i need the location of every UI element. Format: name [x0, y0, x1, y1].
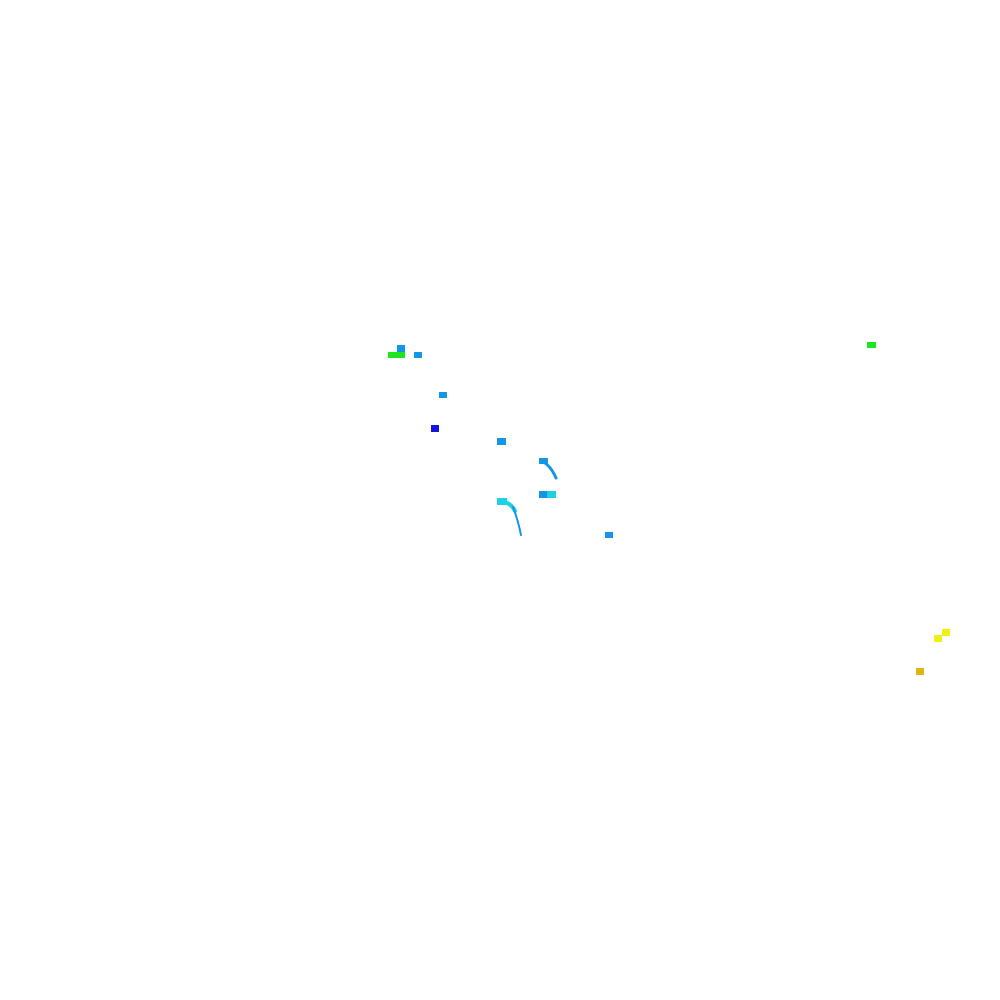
marker-cyan-1	[547, 491, 556, 498]
marker-blue-2	[414, 352, 422, 358]
marker-blue-1	[397, 345, 405, 352]
marker-blue-4	[497, 438, 506, 445]
marker-green-2	[867, 342, 876, 348]
marker-blue-6	[539, 491, 548, 498]
marker-blue-3	[439, 392, 447, 398]
marker-gold-1	[916, 668, 924, 675]
marker-yellow-1	[934, 635, 942, 642]
marker-yellow-2	[942, 629, 950, 636]
marker-green-1	[388, 352, 405, 358]
streak-blue	[540, 459, 558, 480]
streak-blue-tail	[512, 506, 522, 536]
marker-blue-7	[605, 532, 613, 538]
marker-navy-1	[431, 425, 439, 432]
